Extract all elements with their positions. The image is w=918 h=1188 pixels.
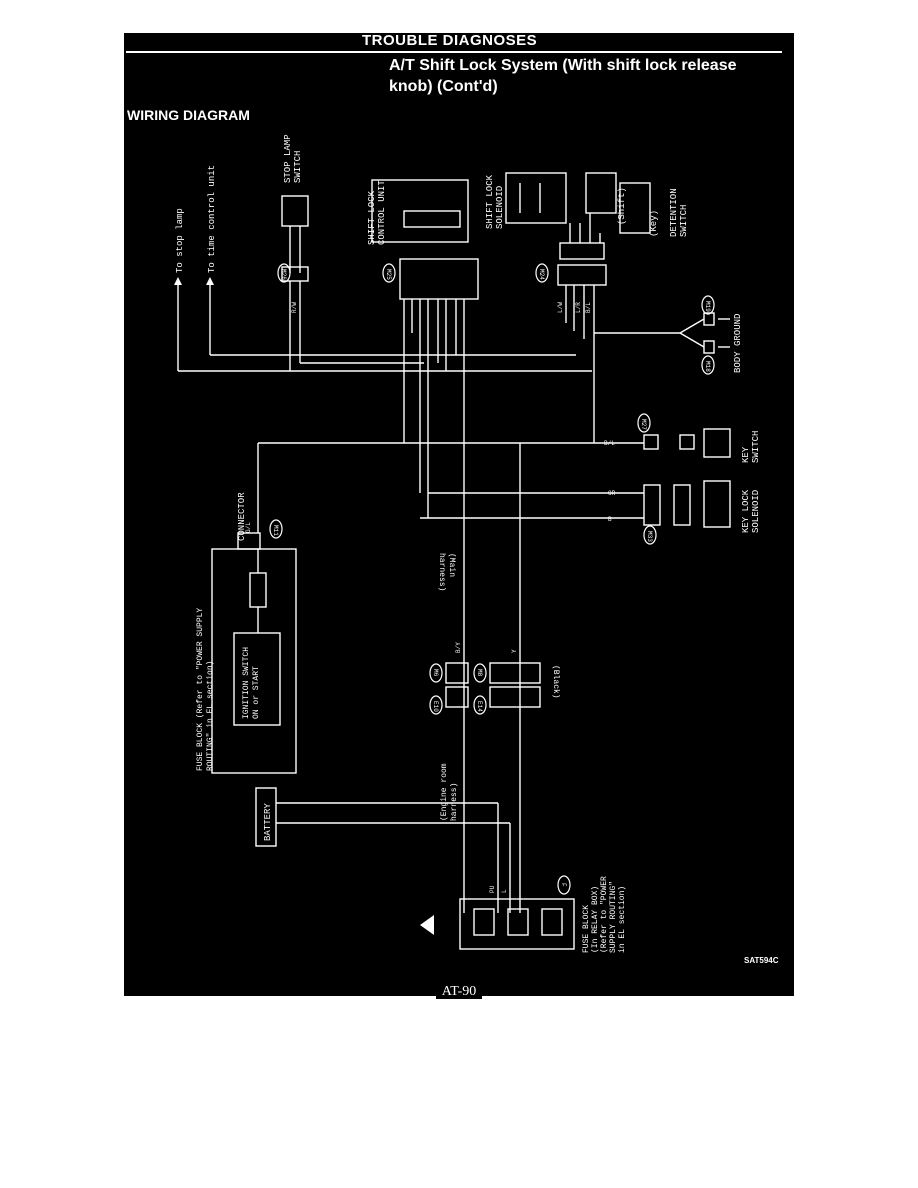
wire-label: Y xyxy=(511,649,518,653)
wire-label: B/L xyxy=(585,302,592,313)
label-fuse-block-relay-2: (In RELAY BOX) xyxy=(591,886,600,953)
label-fuse-block-1: FUSE BLOCK (Refer to "POWER SUPPLY xyxy=(196,608,205,771)
label-fuse-block-relay-5: in EL section) xyxy=(618,886,627,953)
label-shift: (Shift) xyxy=(617,187,627,225)
figure-code: SAT594C xyxy=(744,956,779,965)
page-title-line1: A/T Shift Lock System (With shift lock r… xyxy=(389,57,737,74)
label-key: (Key) xyxy=(649,210,659,237)
label-fuse-block-relay-3: (Refer to "POWER xyxy=(600,876,609,953)
page-title-line2: knob) (Cont'd) xyxy=(389,78,498,95)
connector-id: M11 xyxy=(272,525,279,536)
wiring-diagram: M26 M25 M24 M19 M18 M27 M33 M11 M6 M8 E1… xyxy=(174,134,779,965)
label-engine-room-harness-2: harness) xyxy=(450,783,459,821)
label-detention-switch-1: DETENTION xyxy=(669,188,679,237)
label-shift-lock-solenoid-2: SOLENOID xyxy=(495,186,505,229)
page-number: AT-90 xyxy=(0,984,918,1000)
label-ignition-switch-2: ON or START xyxy=(252,666,261,719)
wire-label: R/W xyxy=(291,302,298,313)
diagram-sheet: TROUBLE DIAGNOSES A/T Shift Lock System … xyxy=(124,33,794,996)
wire-label: OR xyxy=(608,490,616,497)
label-to-stop-lamp: To stop lamp xyxy=(175,208,185,273)
label-battery: BATTERY xyxy=(263,803,273,841)
page-number-text: AT-90 xyxy=(435,984,483,999)
header-rule xyxy=(126,51,782,53)
wire-label: L xyxy=(501,889,508,893)
label-shift-lock-cu-2: CONTROL UNIT xyxy=(377,180,387,245)
connector-id: E14 xyxy=(476,701,483,712)
label-stop-lamp-switch-1: STOP LAMP xyxy=(283,134,293,183)
wire-label: B xyxy=(608,516,612,523)
connector-id: M25 xyxy=(385,269,392,280)
wiring-diagram-heading: WIRING DIAGRAM xyxy=(127,107,250,123)
label-key-lock-solenoid-1: KEY LOCK xyxy=(741,489,751,533)
wire-label: G/L xyxy=(245,522,252,533)
connector-id: M27 xyxy=(640,419,647,430)
connector-id: M19 xyxy=(704,301,711,312)
label-stop-lamp-switch-2: SWITCH xyxy=(293,151,303,183)
connector-id: M24 xyxy=(538,269,545,280)
connector-id: M6 xyxy=(432,669,439,677)
connector-id: M26 xyxy=(280,269,287,280)
label-key-switch-2: SWITCH xyxy=(751,431,761,463)
label-shift-lock-solenoid-1: SHIFT LOCK xyxy=(485,174,495,229)
label-main-harness-1: (Main xyxy=(447,553,456,577)
connector-id: M33 xyxy=(646,531,653,542)
wire-label: PU xyxy=(489,885,496,893)
connector-id: M8 xyxy=(476,669,483,677)
label-fuse-block-relay-1: FUSE BLOCK xyxy=(582,905,591,953)
label-black: (Black) xyxy=(551,665,560,699)
connector-id: M18 xyxy=(704,361,711,372)
wire-label: B/L xyxy=(604,440,615,447)
label-fuse-block-2: ROUTING" in EL section) xyxy=(206,661,215,771)
label-key-switch-1: KEY xyxy=(741,446,751,463)
label-engine-room-harness-1: (Engine room xyxy=(440,763,449,821)
wire-label: L/R xyxy=(575,302,582,313)
label-connector: CONNECTOR xyxy=(237,492,247,541)
label-to-time-control: To time control unit xyxy=(207,165,217,273)
section-header: TROUBLE DIAGNOSES xyxy=(362,33,538,49)
label-shift-lock-cu-1: SHIFT LOCK xyxy=(367,190,377,245)
connector-id: E10 xyxy=(432,701,439,712)
label-detention-switch-2: SWITCH xyxy=(679,205,689,237)
wire-label: B/Y xyxy=(455,642,462,653)
connector-id: F xyxy=(560,883,567,887)
wire-label: L/W xyxy=(557,302,564,313)
label-key-lock-solenoid-2: SOLENOID xyxy=(751,490,761,533)
label-main-harness-2: harness) xyxy=(437,553,446,591)
label-body-ground: BODY GROUND xyxy=(733,314,743,373)
label-ignition-switch-1: IGNITION SWITCH xyxy=(242,647,251,719)
label-fuse-block-relay-4: SUPPLY ROUTING" xyxy=(609,881,618,953)
